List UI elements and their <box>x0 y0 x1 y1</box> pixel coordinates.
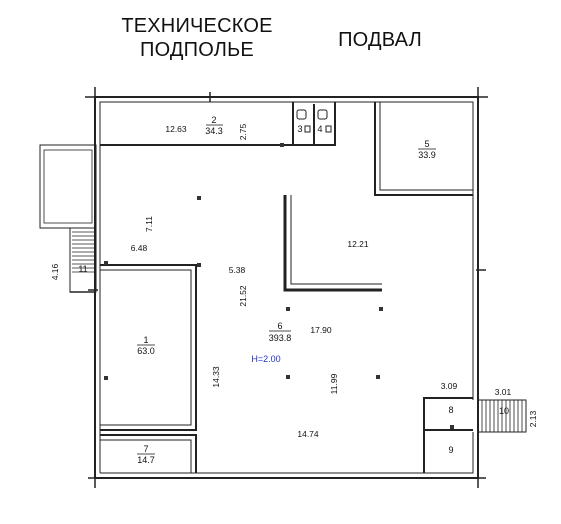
outer-wall-inner-lines <box>99 101 474 474</box>
dim-2-75: 2.75 <box>238 123 248 140</box>
wall-room-3-4 <box>292 102 336 146</box>
room-9-number: 9 <box>448 445 453 455</box>
room-1-number: 1 <box>143 335 148 345</box>
dim-7-11: 7.11 <box>144 216 154 232</box>
room-7-area: 14.7 <box>137 455 155 465</box>
dim-11-99: 11.99 <box>329 373 339 394</box>
room-5-number: 5 <box>424 139 429 149</box>
room-4-number: 4 <box>317 124 322 134</box>
wall-room-1-inner <box>100 269 192 426</box>
stairs-right <box>477 399 527 433</box>
title-technical-underfloor-line2: ПОДПОЛЬЕ <box>140 39 254 61</box>
room-3-number: 3 <box>297 124 302 134</box>
dim-6-48: 6.48 <box>131 243 148 253</box>
columns <box>104 143 454 429</box>
room-1-area: 63.0 <box>137 346 155 356</box>
dim-21-52: 21.52 <box>238 285 248 307</box>
dim-12-21: 12.21 <box>347 239 369 249</box>
room-labels: 2 34.3 3 4 5 33.9 1 63.0 6 393.8 7 14.7 … <box>78 115 509 465</box>
room-6-number: 6 <box>277 321 282 331</box>
wall-room-7 <box>100 434 197 473</box>
wall-room-8-9 <box>423 397 473 473</box>
dim-3-09: 3.09 <box>441 381 458 391</box>
room-5-area: 33.9 <box>418 150 436 160</box>
dim-2-13: 2.13 <box>528 410 538 427</box>
wall-room-5 <box>374 102 473 196</box>
title-basement: ПОДВАЛ <box>338 29 422 51</box>
room-8-number: 8 <box>448 405 453 415</box>
dim-4-16: 4.16 <box>50 263 60 280</box>
stairs-left <box>39 144 97 293</box>
title-technical-underfloor: ТЕХНИЧЕСКОЕ ПОДПОЛЬЕ <box>108 14 286 62</box>
wall-room-1 <box>100 264 197 431</box>
wall-room-5-inner <box>379 102 473 191</box>
outer-wall-main <box>94 96 479 478</box>
stair-landing-left <box>39 144 97 229</box>
room-10-number: 10 <box>499 406 509 416</box>
dim-14-33: 14.33 <box>211 366 221 388</box>
sanitary-fixtures <box>296 109 332 133</box>
room-11-number: 11 <box>78 264 87 274</box>
room-2-number: 2 <box>211 115 216 125</box>
dim-5-38: 5.38 <box>229 265 246 275</box>
wall-l-partition-inner <box>290 195 382 285</box>
dim-17-90: 17.90 <box>310 325 332 335</box>
wall-room-7-inner <box>100 439 192 473</box>
room-6-area: 393.8 <box>269 333 292 343</box>
wall-l-partition <box>283 195 382 292</box>
room-7-number: 7 <box>143 444 148 454</box>
axis-ticks <box>85 87 488 488</box>
dim-12-63: 12.63 <box>165 124 187 134</box>
room-2-area: 34.3 <box>205 126 223 136</box>
wall-room-2 <box>100 102 294 146</box>
height-label: H=2.00 <box>251 354 280 364</box>
dim-14-74: 14.74 <box>297 429 319 439</box>
dimension-labels: 12.63 2.75 7.11 6.48 4.16 12.21 5.38 21.… <box>50 123 538 439</box>
interior-walls <box>100 102 473 473</box>
title-technical-underfloor-line1: ТЕХНИЧЕСКОЕ <box>121 15 273 37</box>
dim-3-01: 3.01 <box>495 387 512 397</box>
